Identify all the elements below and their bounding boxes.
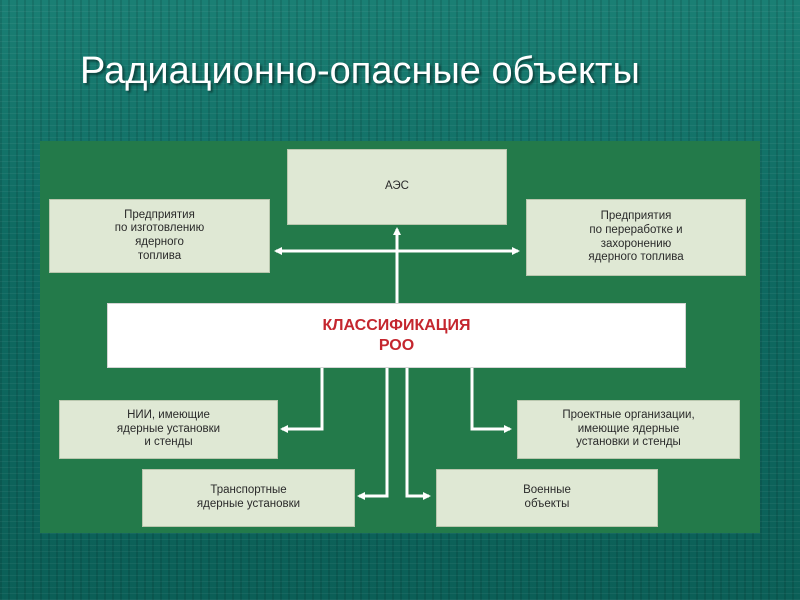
box-design-organizations: Проектные организации, имеющие ядерные у… <box>517 400 740 459</box>
slide-title: Радиационно-опасные объекты <box>80 50 640 92</box>
connector-research-institutes <box>280 368 324 433</box>
connector-transport <box>357 368 389 500</box>
connector-design-organizations <box>470 368 512 433</box>
box-research-institutes: НИИ, имеющие ядерные установки и стенды <box>59 400 278 459</box>
box-aes: АЭС <box>287 149 507 225</box>
box-transport: Транспортные ядерные установки <box>142 469 355 527</box>
classification-center-box: КЛАССИФИКАЦИЯ РОО <box>107 303 686 368</box>
box-fuel-manufacturing: Предприятия по изготовлению ядерного топ… <box>49 199 270 273</box>
connector-lines <box>274 227 520 500</box>
connector-military <box>405 368 431 500</box>
classification-diagram: АЭС Предприятия по изготовлению ядерного… <box>40 141 760 533</box>
box-military: Военные объекты <box>436 469 658 527</box>
box-fuel-processing: Предприятия по переработке и захоронению… <box>526 199 746 276</box>
